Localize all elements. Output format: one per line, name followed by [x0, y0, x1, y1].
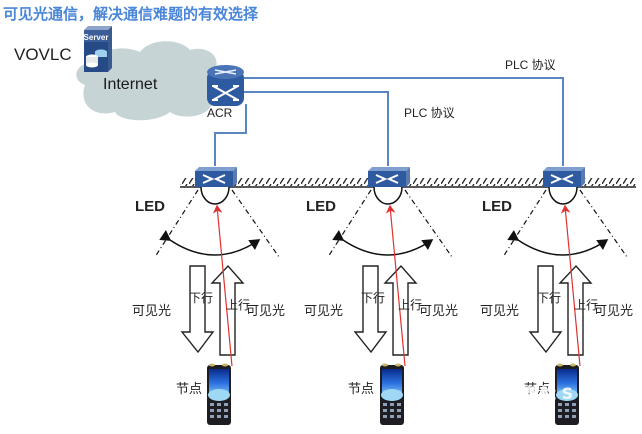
- internet-cloud: [76, 41, 229, 121]
- server-icon: Server: [84, 26, 112, 72]
- uplink-visible-light-label-2: 可见光: [419, 304, 459, 319]
- uplink-signal-ray-2: [385, 204, 406, 367]
- downlink-label-3: 下行: [537, 291, 562, 305]
- downlink-visible-light-label-1: 可见光: [132, 304, 172, 319]
- downlink-visible-light-label-3: 可见光: [480, 304, 520, 319]
- plc-links: [214, 77, 564, 166]
- uplink-arrow-3: [558, 264, 593, 356]
- acr-label: ACR: [207, 106, 233, 120]
- phone-node-icon-2: [380, 363, 404, 425]
- uplink-label-3: 上行: [574, 298, 599, 312]
- node-label-3: 节点: [524, 382, 551, 397]
- downlink-arrow-2: [353, 265, 388, 354]
- uplink-label-1: 上行: [226, 298, 251, 312]
- downlink-visible-light-label-2: 可见光: [304, 304, 344, 319]
- node-label-1: 节点: [176, 382, 203, 397]
- downlink-arrow-1: [180, 265, 215, 354]
- led-label-3: LED: [482, 198, 512, 215]
- acr-router-icon: [207, 65, 244, 106]
- plc-link-2: [244, 91, 389, 166]
- light-cone-left-2: [327, 189, 372, 258]
- uplink-arrow-2: [383, 264, 418, 356]
- coverage-arc-arrow-1: [159, 230, 261, 256]
- vovlc-label: VOVLC: [14, 45, 72, 64]
- led-switch-icon-2: [368, 167, 410, 187]
- light-cone-right-2: [404, 189, 453, 258]
- uplink-signal-ray-1: [212, 204, 233, 367]
- watermark: 国节能 S: [508, 384, 574, 403]
- coverage-arc-arrow-3: [507, 230, 609, 256]
- uplink-label-2: 上行: [398, 298, 423, 312]
- downlink-label-1: 下行: [189, 291, 214, 305]
- svg-text:Server: Server: [84, 33, 109, 42]
- phone-node-icon-1: [207, 363, 231, 425]
- led-lamp-2: [373, 186, 403, 205]
- plc-link-1: [214, 104, 247, 166]
- led-cell-2: [327, 167, 453, 425]
- downlink-label-2: 下行: [361, 291, 386, 305]
- plc-protocol-label-1: PLC 协议: [505, 58, 556, 72]
- light-cone-right-3: [579, 189, 628, 258]
- uplink-signal-ray-3: [560, 204, 581, 367]
- coverage-arc-arrow-2: [332, 230, 434, 256]
- light-cone-right-1: [231, 189, 280, 258]
- page-title: 可见光通信，解决通信难题的有效选择: [3, 5, 259, 23]
- led-cell-3: [502, 167, 628, 425]
- plc-link-3: [244, 77, 564, 166]
- downlink-arrow-3: [528, 265, 563, 354]
- node-label-2: 节点: [348, 382, 375, 397]
- led-lamp-1: [200, 186, 230, 205]
- phone-node-icon-3: [555, 363, 579, 425]
- light-cone-left-1: [154, 189, 199, 258]
- light-cone-left-3: [502, 189, 547, 258]
- led-cell-1: [154, 167, 280, 425]
- led-switch-icon-3: [543, 167, 585, 187]
- led-label-1: LED: [135, 198, 165, 215]
- led-label-2: LED: [306, 198, 336, 215]
- led-switch-icon-1: [195, 167, 237, 187]
- plc-protocol-label-2: PLC 协议: [404, 106, 455, 120]
- uplink-visible-light-label-3: 可见光: [594, 304, 634, 319]
- uplink-visible-light-label-1: 可见光: [246, 304, 286, 319]
- uplink-arrow-1: [210, 264, 245, 356]
- internet-label: Internet: [103, 76, 158, 93]
- led-lamp-3: [548, 186, 578, 205]
